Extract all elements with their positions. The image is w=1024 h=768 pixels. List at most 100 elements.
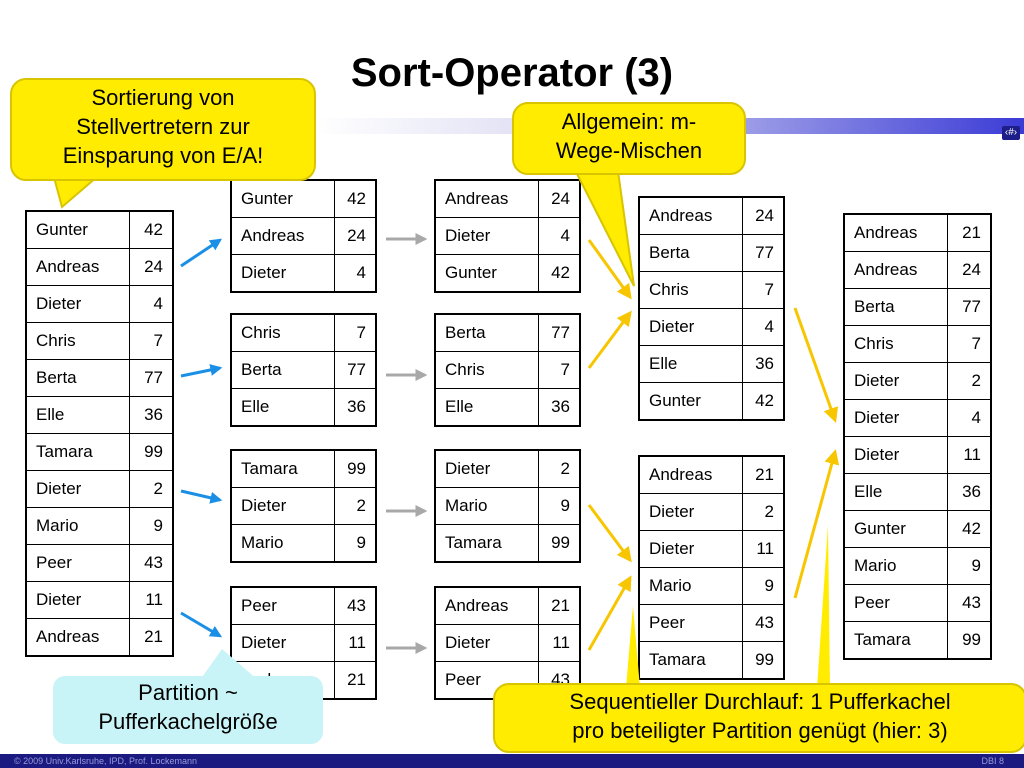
name-cell: Mario — [230, 524, 335, 563]
value-cell: 11 — [333, 624, 377, 662]
name-cell: Chris — [843, 325, 948, 363]
value-cell: 99 — [741, 641, 785, 680]
footer-slide-number: DBI 8 — [981, 756, 1004, 766]
name-cell: Tamara — [25, 433, 130, 471]
arrow-merge-1a — [587, 239, 632, 300]
value-cell: 21 — [128, 618, 174, 657]
value-cell: 77 — [128, 359, 174, 397]
value-cell: 77 — [333, 351, 377, 389]
value-cell: 7 — [946, 325, 992, 363]
value-cell: 24 — [128, 248, 174, 286]
value-cell: 4 — [537, 217, 581, 255]
name-cell: Andreas — [25, 248, 130, 286]
value-cell: 36 — [946, 473, 992, 511]
name-cell: Chris — [25, 322, 130, 360]
name-cell: Chris — [434, 351, 539, 389]
value-cell: 11 — [537, 624, 581, 662]
name-cell: Dieter — [434, 624, 539, 662]
name-cell: Tamara — [843, 621, 948, 660]
name-cell: Andreas — [25, 618, 130, 657]
footer-copyright: © 2009 Univ.Karlsruhe, IPD, Prof. Lockem… — [14, 756, 198, 766]
arrow-input-to-partition-4 — [180, 611, 223, 638]
value-cell: 77 — [946, 288, 992, 326]
name-cell: Andreas — [843, 251, 948, 289]
callout-sequential-pointer-1 — [626, 606, 640, 688]
name-cell: Dieter — [25, 285, 130, 323]
name-cell: Gunter — [25, 210, 130, 249]
value-cell: 99 — [333, 449, 377, 488]
name-cell: Elle — [434, 388, 539, 427]
name-cell: Elle — [230, 388, 335, 427]
name-cell: Dieter — [843, 399, 948, 437]
value-cell: 11 — [741, 530, 785, 568]
name-cell: Mario — [843, 547, 948, 585]
value-cell: 24 — [333, 217, 377, 255]
value-cell: 43 — [946, 584, 992, 622]
name-cell: Elle — [25, 396, 130, 434]
arrow-merge-2b — [587, 575, 632, 651]
value-cell: 9 — [128, 507, 174, 545]
name-cell: Berta — [230, 351, 335, 389]
value-cell: 21 — [333, 661, 377, 700]
name-cell: Dieter — [230, 624, 335, 662]
page-title: Sort-Operator (3) — [350, 51, 674, 95]
arrow-merge-1b — [587, 310, 632, 369]
value-cell: 36 — [333, 388, 377, 427]
value-cell: 7 — [128, 322, 174, 360]
name-cell: Berta — [638, 234, 743, 272]
name-cell: Dieter — [843, 436, 948, 474]
value-cell: 42 — [537, 254, 581, 293]
name-cell: Elle — [638, 345, 743, 383]
value-cell: 36 — [741, 345, 785, 383]
name-cell: Mario — [25, 507, 130, 545]
name-cell: Dieter — [434, 449, 539, 488]
name-cell: Dieter — [25, 581, 130, 619]
value-cell: 43 — [128, 544, 174, 582]
value-cell: 9 — [537, 487, 581, 525]
value-cell: 21 — [946, 213, 992, 252]
name-cell: Dieter — [230, 254, 335, 293]
callout-representatives: Sortierung von Stellvertretern zur Einsp… — [10, 78, 316, 181]
name-cell: Andreas — [230, 217, 335, 255]
arrow-final-2 — [793, 449, 840, 599]
